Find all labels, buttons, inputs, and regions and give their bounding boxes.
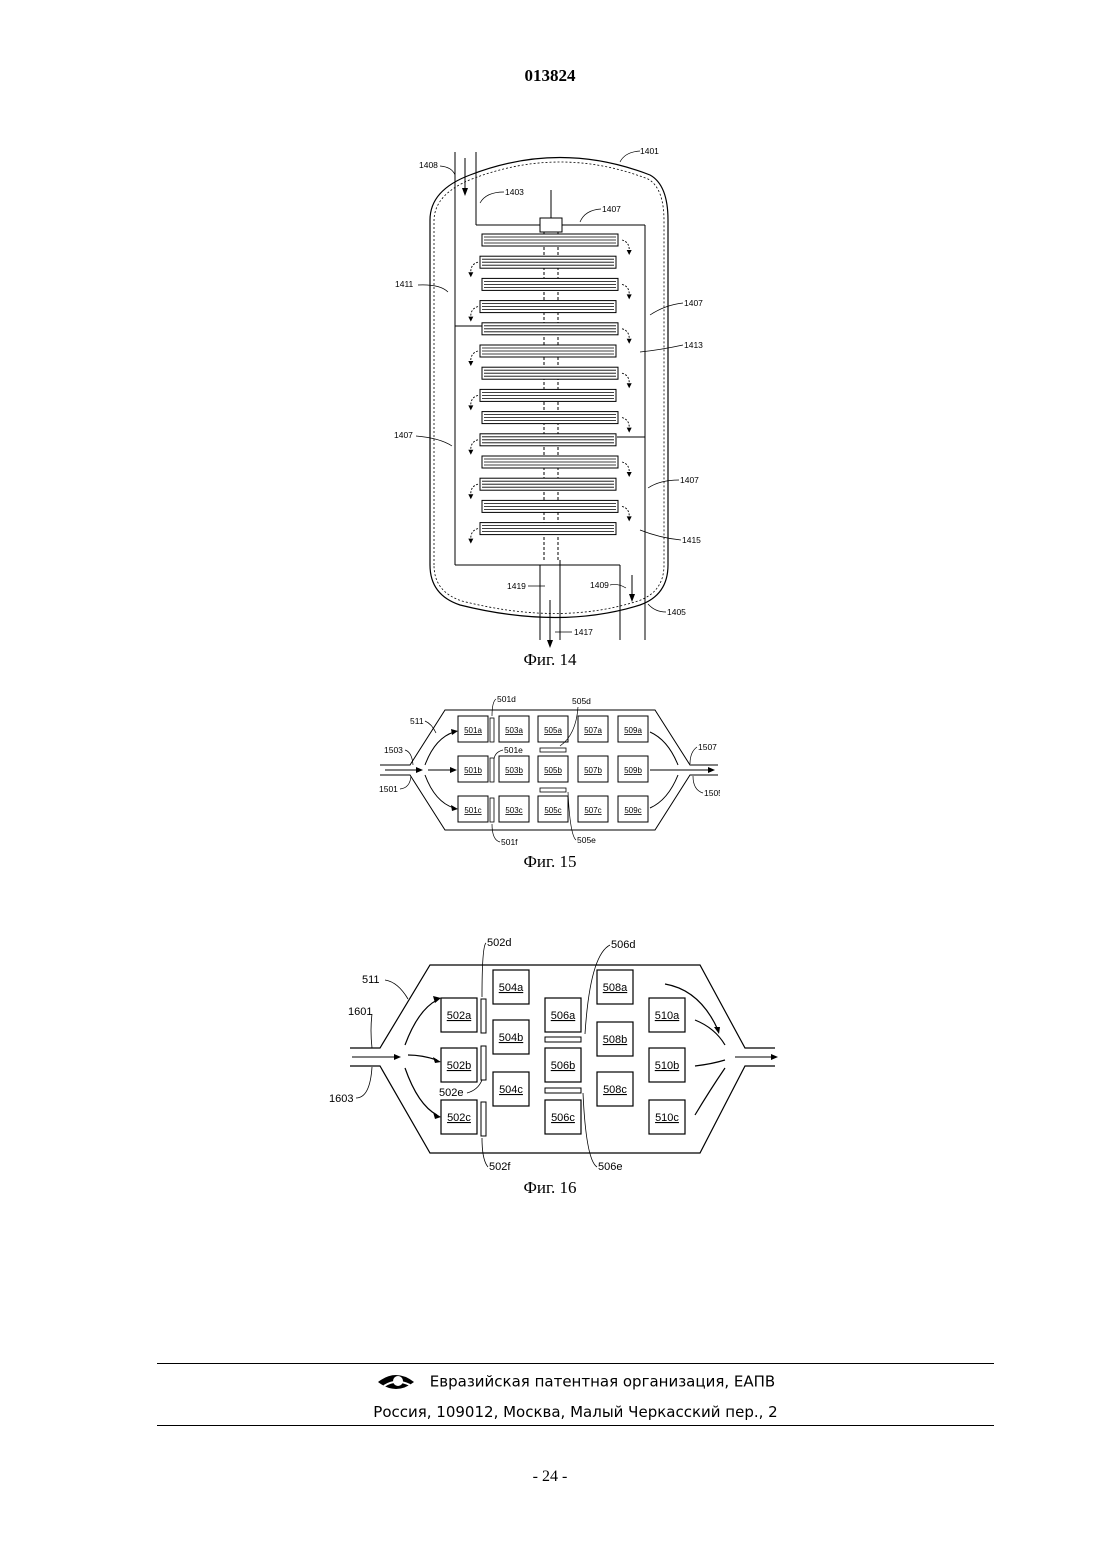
- footer-line-1: Евразийская патентная организация, ЕАПВ: [157, 1372, 994, 1392]
- flow-arrowhead: [468, 272, 473, 277]
- label-1407-right-1: 1407: [684, 298, 703, 308]
- document-number: 013824: [0, 66, 1100, 86]
- box-label-508b: 508b: [603, 1034, 627, 1046]
- label-1415: 1415: [682, 535, 701, 545]
- label-1408: 1408: [419, 160, 438, 170]
- label-1409: 1409: [590, 580, 609, 590]
- label-1401: 1401: [640, 146, 659, 156]
- flow-arrowhead: [627, 472, 632, 477]
- box-label-507c: 507c: [584, 806, 601, 815]
- label-1601: 1601: [348, 1006, 372, 1018]
- label-501f: 501f: [501, 837, 518, 847]
- figure-14-caption: Фиг. 14: [0, 650, 1100, 670]
- label-1407-left: 1407: [394, 430, 413, 440]
- footer-top-rule: [157, 1363, 994, 1364]
- box-label-510c: 510c: [655, 1112, 679, 1124]
- flow-arrowhead: [627, 250, 632, 255]
- label-502e: 502e: [439, 1087, 463, 1099]
- box-label-507b: 507b: [584, 766, 602, 775]
- box-label-503b: 503b: [505, 766, 523, 775]
- box-label-508c: 508c: [603, 1084, 627, 1096]
- label-1405: 1405: [667, 607, 686, 617]
- box-label-502b: 502b: [447, 1060, 471, 1072]
- box-label-504b: 504b: [499, 1032, 523, 1044]
- label-506e: 506e: [598, 1161, 622, 1173]
- flow-arrowhead: [627, 339, 632, 344]
- box-label-502a: 502a: [447, 1010, 472, 1022]
- figure-15: 501a 503a 505a 507a 509a 501b 503b 505b 507b 509b…: [375, 690, 720, 850]
- label-1403: 1403: [505, 187, 524, 197]
- footer-bottom-rule: [157, 1425, 994, 1426]
- label-502f: 502f: [489, 1161, 511, 1173]
- flow-arrowhead: [627, 428, 632, 433]
- figure-15-caption: Фиг. 15: [0, 852, 1100, 872]
- label-1503: 1503: [384, 745, 403, 755]
- label-1507: 1507: [698, 742, 717, 752]
- box-label-506b: 506b: [551, 1060, 575, 1072]
- label-501d: 501d: [497, 694, 516, 704]
- label-511-fig16: 511: [362, 974, 380, 986]
- label-1407-top: 1407: [602, 204, 621, 214]
- box-label-501a: 501a: [464, 726, 482, 735]
- figure-16-caption: Фиг. 16: [0, 1178, 1100, 1198]
- box-label-503a: 503a: [505, 726, 523, 735]
- footer-address: Россия, 109012, Москва, Малый Черкасский…: [157, 1403, 994, 1421]
- label-1407-right-2: 1407: [680, 475, 699, 485]
- label-1603: 1603: [329, 1093, 353, 1105]
- label-1413: 1413: [684, 340, 703, 350]
- flow-arrowhead: [468, 361, 473, 366]
- box-label-510b: 510b: [655, 1060, 679, 1072]
- flow-arrowhead: [468, 539, 473, 544]
- box-label-509b: 509b: [624, 766, 642, 775]
- box-label-507a: 507a: [584, 726, 602, 735]
- label-505e: 505e: [577, 835, 596, 845]
- label-1501: 1501: [379, 784, 398, 794]
- box-label-506c: 506c: [551, 1112, 575, 1124]
- flow-arrowhead: [468, 317, 473, 322]
- flow-arrowhead: [468, 494, 473, 499]
- label-1505: 1505: [704, 788, 720, 798]
- footer-org-name: Евразийская патентная организация, ЕАПВ: [430, 1373, 775, 1391]
- box-label-506a: 506a: [551, 1010, 576, 1022]
- box-label-501b: 501b: [464, 766, 482, 775]
- label-1411: 1411: [395, 279, 414, 289]
- box-label-504a: 504a: [499, 982, 524, 994]
- label-506d: 506d: [611, 939, 635, 951]
- box-label-502c: 502c: [447, 1112, 471, 1124]
- box-label-504c: 504c: [499, 1084, 523, 1096]
- eye-logo-icon: [376, 1372, 416, 1392]
- page-number: - 24 -: [0, 1468, 1100, 1486]
- fig16-boxes: 502a 502b 502c 504a 504b 504c 506a 506b 506c 508a…: [441, 970, 685, 1134]
- label-505d: 505d: [572, 696, 591, 706]
- label-501e: 501e: [504, 745, 523, 755]
- box-label-501c: 501c: [464, 806, 481, 815]
- flow-arrowhead: [468, 450, 473, 455]
- flow-arrowhead: [468, 405, 473, 410]
- label-1419: 1419: [507, 581, 526, 591]
- box-label-505a: 505a: [544, 726, 562, 735]
- box-label-509a: 509a: [624, 726, 642, 735]
- catalyst-plates: [480, 234, 618, 535]
- flow-arrowhead: [627, 516, 632, 521]
- figure-16: 502a 502b 502c 504a 504b 504c 506a 506b 506c 508a…: [325, 930, 780, 1175]
- box-label-503c: 503c: [505, 806, 522, 815]
- flow-arrowhead: [627, 294, 632, 299]
- box-label-510a: 510a: [655, 1010, 680, 1022]
- box-label-505c: 505c: [544, 806, 561, 815]
- label-502d: 502d: [487, 937, 511, 949]
- fig15-boxes: 501a 503a 505a 507a 509a 501b 503b 505b 507b 509b…: [458, 716, 648, 822]
- flow-arrowhead: [627, 383, 632, 388]
- figure-14: 1408 1401 1403 1407 1411 1407 1413 1407 …: [380, 145, 720, 650]
- label-511-fig15: 511: [410, 716, 424, 726]
- label-1417: 1417: [574, 627, 593, 637]
- box-label-509c: 509c: [624, 806, 641, 815]
- box-label-505b: 505b: [544, 766, 562, 775]
- box-label-508a: 508a: [603, 982, 628, 994]
